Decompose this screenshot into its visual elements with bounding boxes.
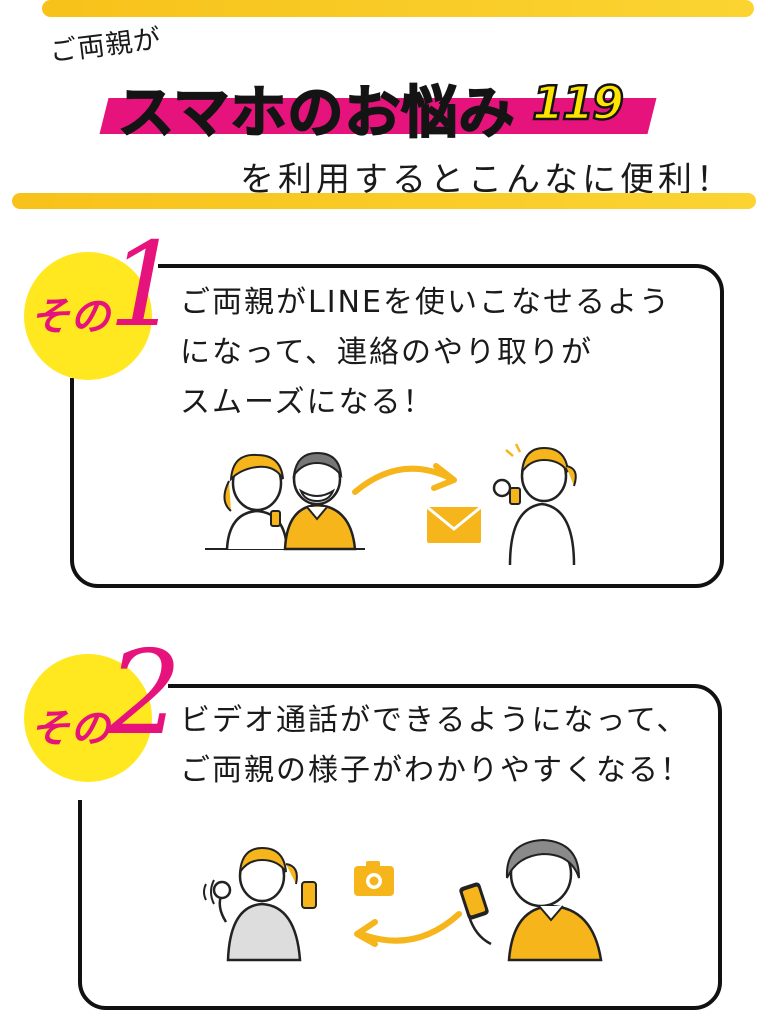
header-title-number: 119 [531,75,626,132]
header-title-small: ご両親が [48,23,164,69]
badge-label-1: その [30,294,110,340]
header-title-main: スマホのお悩み [117,80,516,147]
benefit-2-line-2: ご両親の様子がわかりやすくなる！ [180,753,692,788]
benefit-1-line-1: ご両親がLINEを使いこなせるよう [180,285,671,320]
camera-icon [354,861,394,896]
benefit-text-1: ご両親がLINEを使いこなせるよう になって、連絡のやり取りが スムーズになる！ [180,278,671,428]
benefit-card-1 [70,264,724,588]
header-divider-bar [12,193,756,209]
badge-number-2: 2 [108,626,182,761]
illustration-daughter-phone [492,443,577,566]
badge-circle-2 [24,654,152,782]
benefit-card-2 [78,684,722,1010]
badge-circle-1 [24,252,152,380]
illustration-mother-phone [459,838,603,962]
header-title-group: スマホのお悩み 119 [99,68,660,147]
benefit-1-line-2: になって、連絡のやり取りが [180,335,593,370]
illustration-daughter-waving [203,846,317,962]
arrow-right-icon [352,463,457,495]
illustration-parents-phone [205,451,365,551]
badge-number-1: 1 [108,218,182,353]
benefit-text-2: ビデオ通話ができるようになって、 ご両親の様子がわかりやすくなる！ [180,696,692,796]
top-accent-bar [42,0,754,17]
envelope-icon [426,505,482,543]
benefit-2-line-1: ビデオ通話ができるようになって、 [180,703,689,738]
benefit-1-line-3: スムーズになる！ [180,385,435,420]
badge-label-2: その [30,706,110,752]
arrow-left-icon [354,911,462,947]
